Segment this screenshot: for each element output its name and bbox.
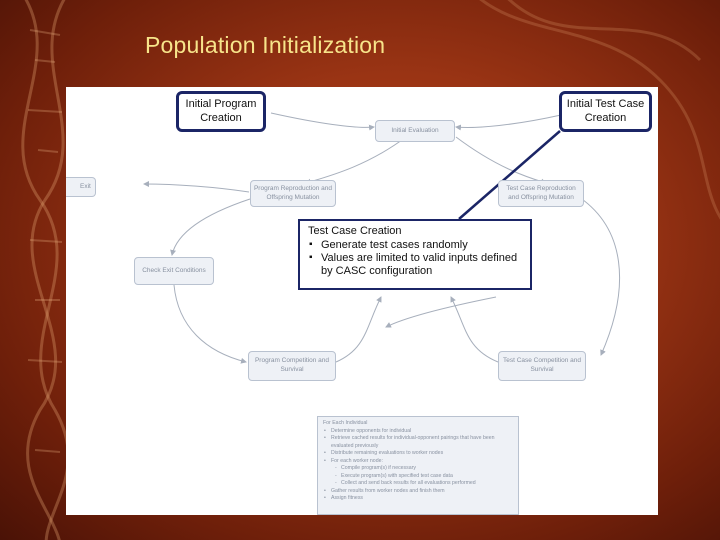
detail-heading: For Each Individual (323, 420, 368, 426)
test-case-creation-bullet: Generate test cases randomly (308, 239, 522, 252)
callout-initial-program-creation: Initial Program Creation (176, 91, 266, 132)
node-initial-evaluation: Initial Evaluation (375, 120, 455, 142)
test-case-creation-bullet: Values are limited to valid inputs defin… (308, 252, 522, 278)
node-exit: Exit (66, 177, 96, 197)
detail-item: Distribute remaining evaluations to work… (323, 450, 513, 458)
detail-sub-item: Compile program(s) if necessary (323, 465, 513, 473)
callout-initial-test-case-creation: Initial Test Case Creation (559, 91, 652, 132)
node-program-competition: Program Competition and Survival (248, 351, 336, 381)
evaluation-detail-box: For Each Individual Determine opponents … (317, 416, 519, 515)
node-test-case-reproduction: Test Case Reproduction and Offspring Mut… (498, 180, 584, 207)
node-test-case-competition: Test Case Competition and Survival (498, 351, 586, 381)
test-case-creation-bullets: Generate test cases randomly Values are … (308, 239, 522, 278)
node-program-reproduction: Program Reproduction and Offspring Mutat… (250, 180, 336, 207)
node-check-exit-conditions: Check Exit Conditions (134, 257, 214, 285)
test-case-creation-title: Test Case Creation (308, 225, 402, 237)
detail-item: Gather results from worker nodes and fin… (323, 488, 513, 496)
detail-item: Determine opponents for individual (323, 428, 513, 436)
diagram-panel: Initial Evaluation Exit Program Reproduc… (66, 87, 658, 515)
detail-item: Retrieve cached results for individual-o… (323, 435, 513, 450)
detail-sub-item: Collect and send back results for all ev… (323, 480, 513, 488)
detail-item: Assign fitness (323, 495, 513, 503)
detail-item: For each worker node: (323, 458, 513, 466)
test-case-creation-box: Test Case Creation Generate test cases r… (298, 219, 532, 290)
slide-title: Population Initialization (145, 32, 386, 58)
flow-arrows (143, 112, 620, 364)
detail-sub-item: Execute program(s) with specified test c… (323, 473, 513, 481)
detail-list: Determine opponents for individual Retri… (323, 428, 513, 503)
